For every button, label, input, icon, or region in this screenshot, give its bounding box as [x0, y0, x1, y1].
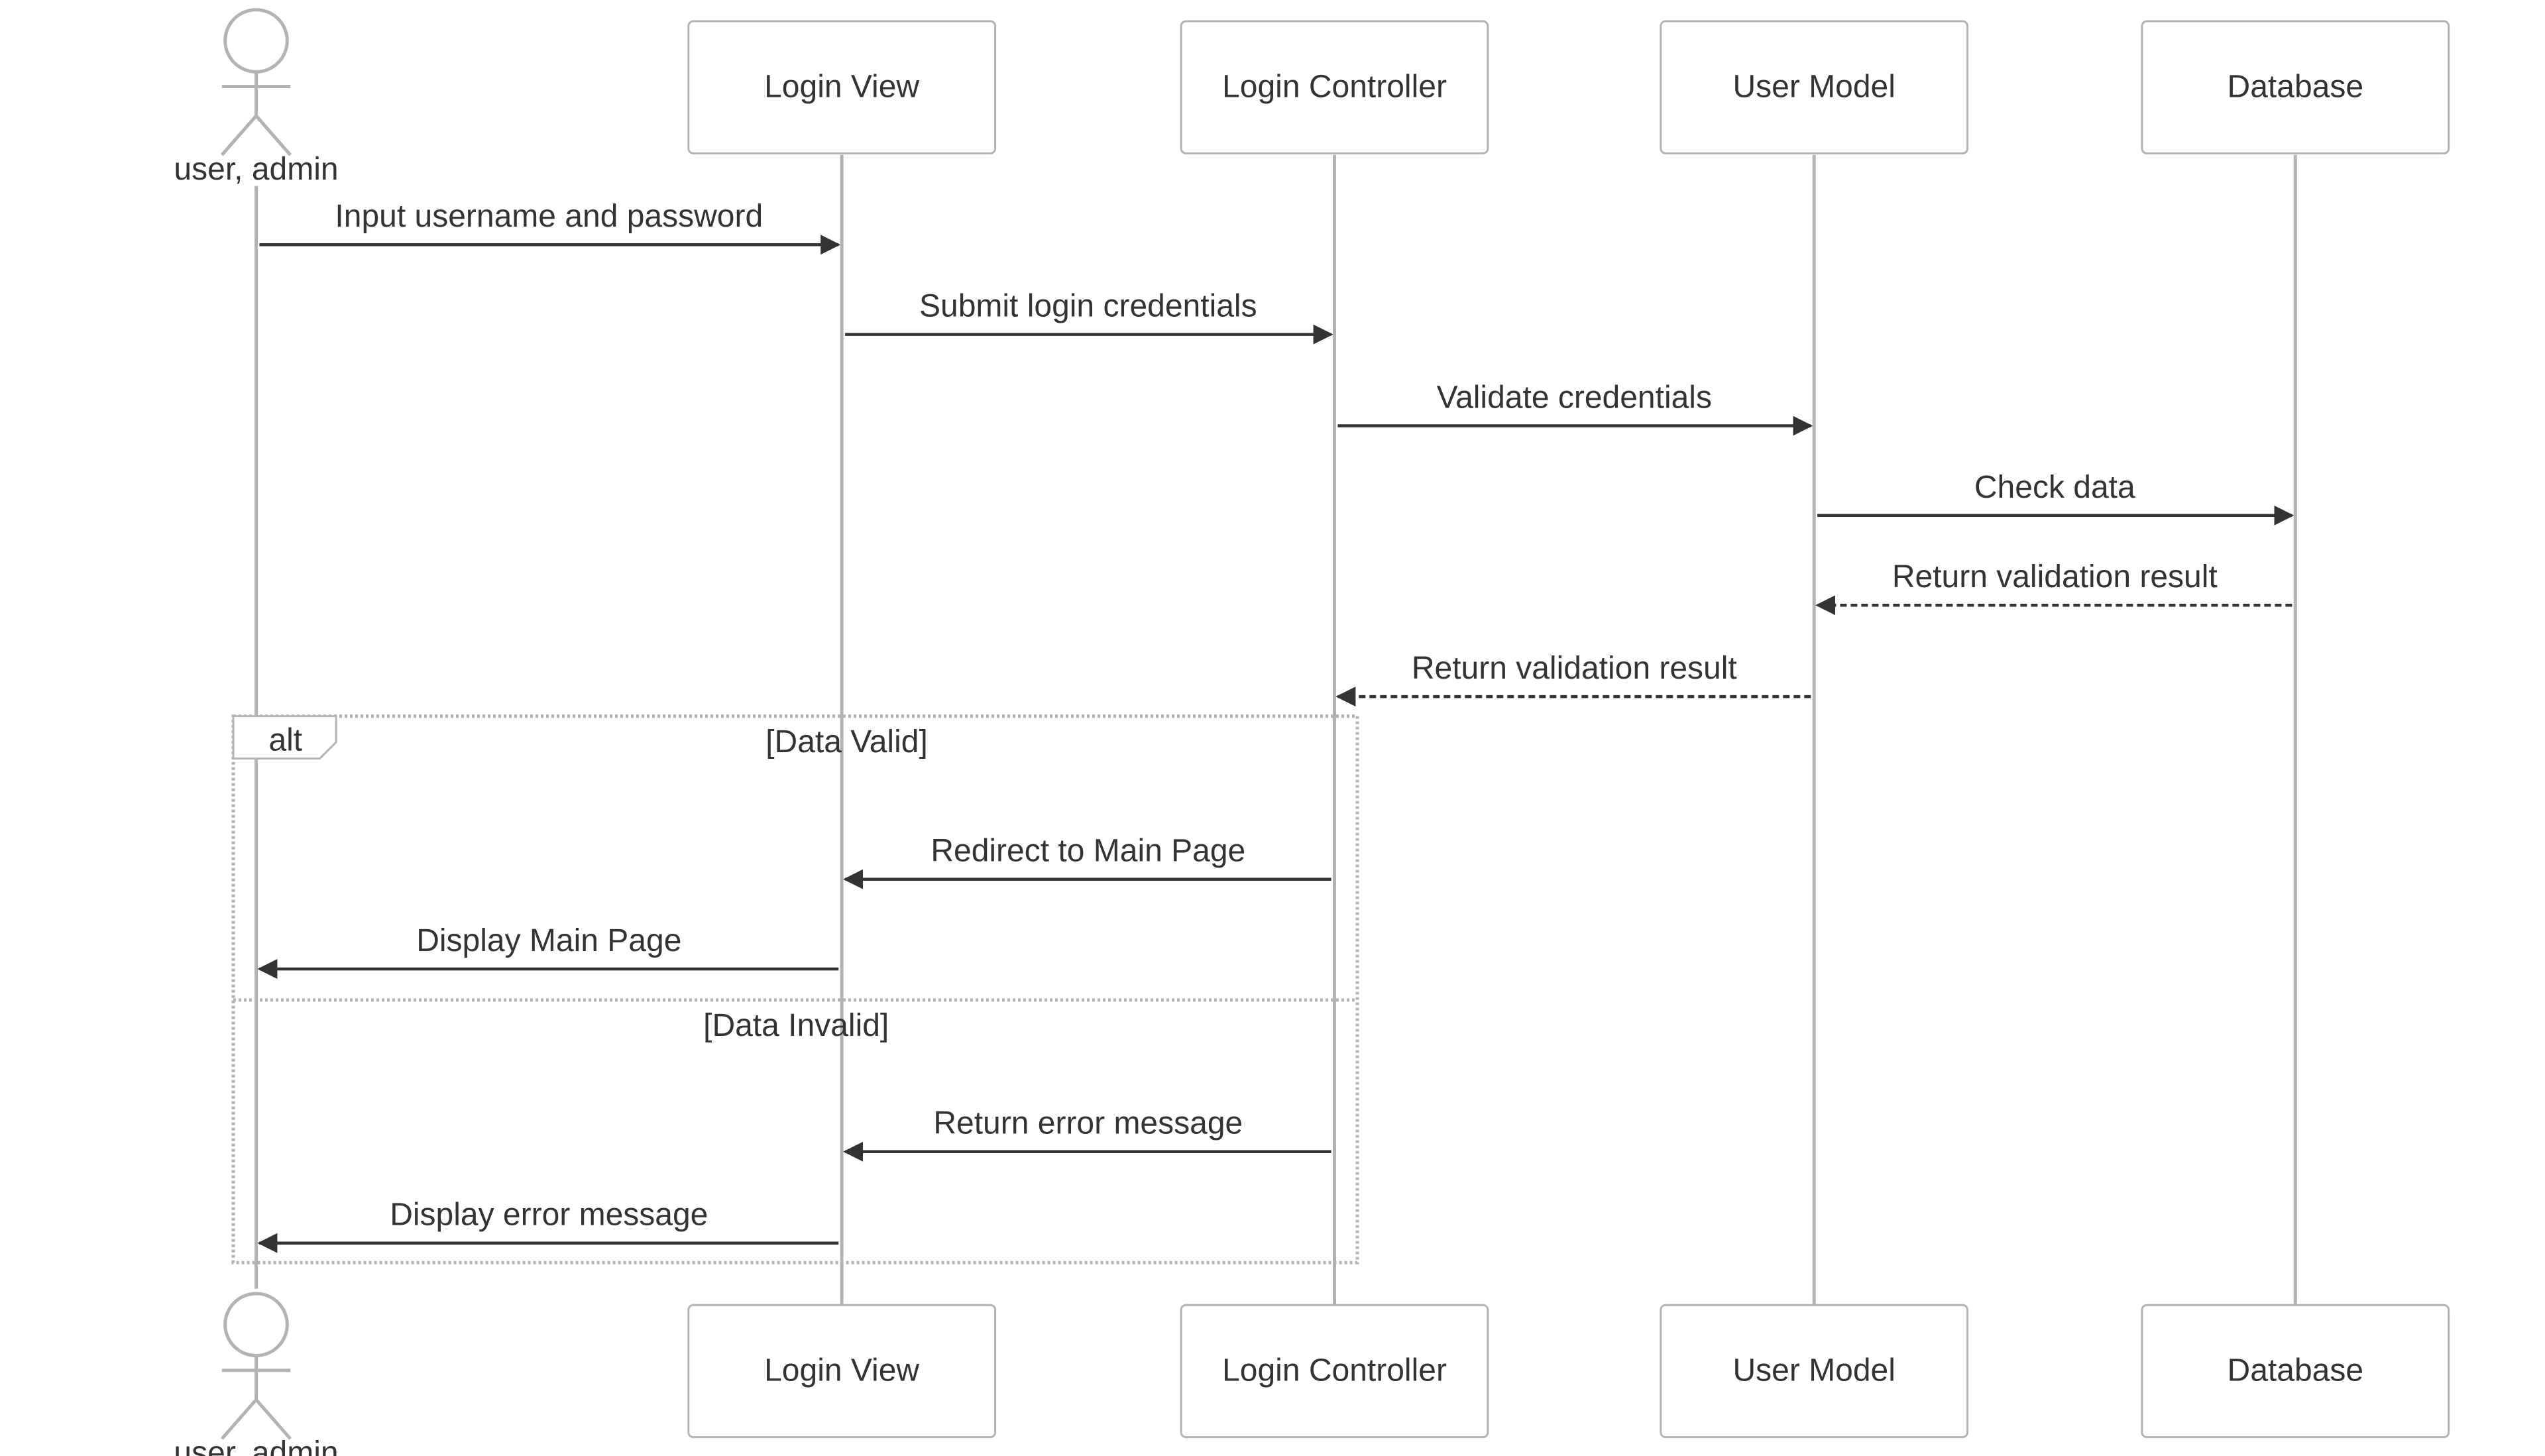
message-label: Display error message: [390, 1198, 708, 1233]
message-4: Return validation result: [1815, 559, 2292, 616]
message-6: Redirect to Main Page: [843, 834, 1331, 889]
message-label: Check data: [1974, 470, 2135, 505]
participant-box: [687, 1304, 997, 1439]
participant-db-top: Database: [2141, 20, 2450, 154]
participant-box: [687, 20, 997, 154]
message-label: Input username and password: [335, 199, 763, 234]
alt-fragment-frame: [231, 714, 1359, 1264]
participant-label: Database: [2228, 1353, 2363, 1388]
participant-label: Login Controller: [1222, 70, 1447, 105]
message-0: Input username and password: [259, 199, 841, 255]
participant-view-bottom: Login View: [687, 1304, 997, 1439]
alt-fragment-kind: alt: [268, 722, 302, 757]
actor-user-bottom: user, admin: [174, 1292, 339, 1456]
participant-label: Login View: [764, 1353, 919, 1388]
participant-box: [1180, 1304, 1489, 1439]
message-label: Return validation result: [1412, 651, 1737, 686]
participant-db-bottom: Database: [2141, 1304, 2450, 1439]
message-1: Submit login credentials: [845, 289, 1333, 345]
alt-fragment-tab: [232, 715, 337, 760]
participant-box: [2141, 1304, 2450, 1439]
participant-label: User Model: [1732, 70, 1895, 105]
message-7: Display Main Page: [257, 923, 839, 980]
message-9: Display error message: [257, 1198, 839, 1253]
actor-head: [223, 1292, 289, 1357]
actor-left-leg: [220, 1398, 258, 1440]
actor-label: user, admin: [174, 152, 338, 187]
alt-condition-1: [Data Invalid]: [703, 1008, 889, 1043]
message-8: Return error message: [843, 1106, 1331, 1162]
participant-view-top: Login View: [687, 20, 997, 154]
actor-label: user, admin: [174, 1435, 338, 1456]
message-label: Return validation result: [1892, 559, 2218, 594]
participant-model-top: User Model: [1660, 20, 1969, 154]
lifelines: [254, 154, 2297, 1306]
participant-box: [1660, 1304, 1969, 1439]
participant-label: Database: [2228, 70, 2363, 105]
participant-box: [2141, 20, 2450, 154]
participant-controller-bottom: Login Controller: [1180, 1304, 1489, 1439]
message-2: Validate credentials: [1337, 380, 1813, 436]
actor-right-leg: [254, 1398, 292, 1440]
message-label: Redirect to Main Page: [931, 834, 1245, 869]
message-3: Check data: [1817, 470, 2294, 526]
participant-label: User Model: [1732, 1353, 1895, 1388]
actor-right-leg: [254, 115, 292, 156]
message-label: Return error message: [933, 1106, 1243, 1141]
message-label: Validate credentials: [1437, 380, 1712, 415]
participant-label: Login View: [764, 70, 919, 105]
participant-box: [1180, 20, 1489, 154]
message-label: Submit login credentials: [919, 289, 1257, 324]
message-label: Display Main Page: [416, 923, 681, 958]
participant-box: [1660, 20, 1969, 154]
message-5: Return validation result: [1335, 651, 1811, 707]
participant-label: Login Controller: [1222, 1353, 1447, 1388]
actor-user-top: user, admin: [174, 8, 339, 187]
actor-head: [223, 8, 289, 74]
participant-model-bottom: User Model: [1660, 1304, 1969, 1439]
actor-left-leg: [220, 115, 258, 156]
alt-fragment: alt [Data Valid] [Data Invalid]: [231, 714, 1359, 1264]
alt-condition-0: [Data Valid]: [765, 724, 928, 759]
participant-controller-top: Login Controller: [1180, 20, 1489, 154]
